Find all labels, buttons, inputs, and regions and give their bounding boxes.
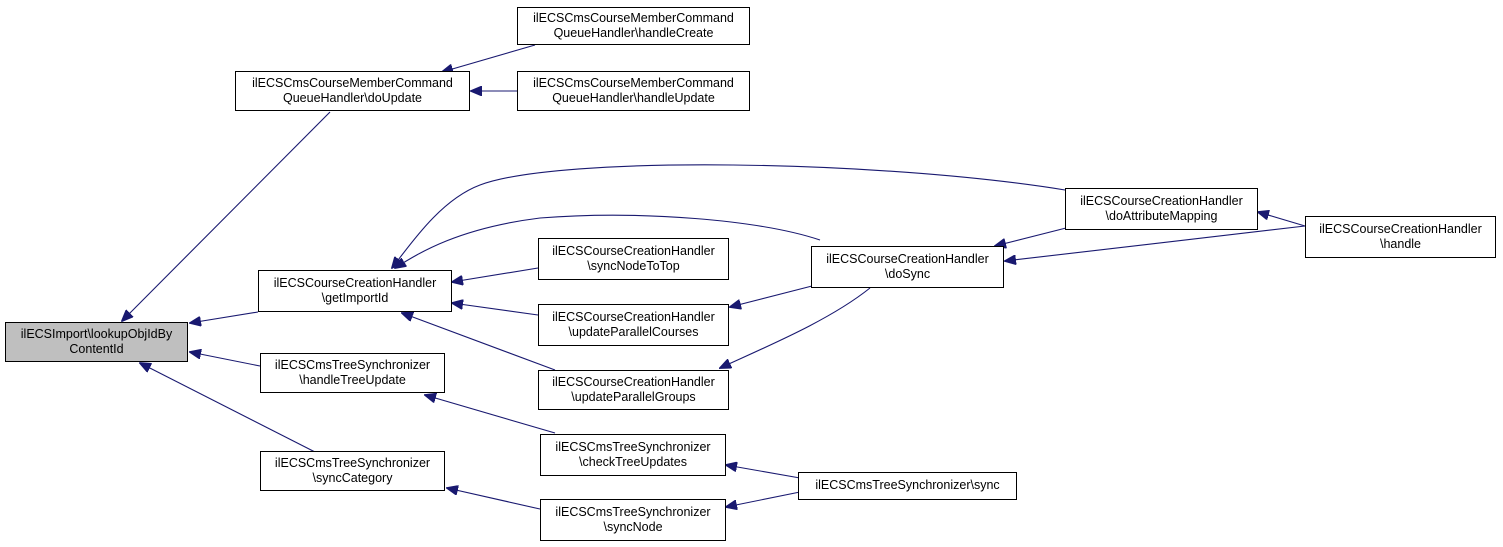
edge-getImportId-to-lookup	[190, 311, 259, 323]
node-handle-create[interactable]: ilECSCmsCourseMemberCommand QueueHandler…	[517, 7, 750, 45]
node-label-line1: ilECSCmsCourseMemberCommand	[533, 75, 734, 90]
node-get-import-id[interactable]: ilECSCourseCreationHandler \getImportId	[258, 270, 452, 312]
node-update-parallel-courses[interactable]: ilECSCourseCreationHandler \updateParall…	[538, 304, 729, 346]
node-label-line2: \handle	[1379, 237, 1421, 251]
node-label-line1: ilECSCourseCreationHandler	[1319, 221, 1482, 236]
node-label-line2: \syncNodeToTop	[587, 259, 680, 273]
node-label-line1: ilECSCmsCourseMemberCommand	[252, 75, 453, 90]
edge-handleTreeUpdate-to-lookup	[190, 352, 261, 367]
node-label-line1: ilECSImport\lookupObjIdBy	[20, 326, 173, 341]
node-sync-node[interactable]: ilECSCmsTreeSynchronizer \syncNode	[540, 499, 726, 541]
edge-doSync-to-updParCourses	[730, 285, 813, 307]
node-label-line2: \handleTreeUpdate	[299, 373, 406, 387]
node-label-line2: \syncCategory	[312, 471, 393, 485]
node-lookup-obj-id-by-content-id[interactable]: ilECSImport\lookupObjIdBy ContentId	[5, 322, 188, 362]
edge-checkTreeUpdates-to-handleTreeUpdate	[425, 395, 556, 434]
node-label-line1: ilECSCmsTreeSynchronizer	[274, 455, 431, 470]
node-label-line1: ilECSCourseCreationHandler	[826, 251, 989, 266]
node-label-line1: ilECSCmsTreeSynchronizer	[555, 504, 711, 519]
node-label-line1: ilECSCourseCreationHandler	[273, 275, 437, 290]
node-label-line2: \doAttributeMapping	[1105, 209, 1218, 223]
edge-syncNode-to-syncCategory	[447, 488, 541, 510]
edge-handleCreate-to-doUpdate	[442, 44, 536, 72]
edge-handle-to-doSync	[1005, 225, 1306, 261]
edge-sync-to-syncNode	[726, 491, 801, 507]
edge-doSync-to-getImportId	[395, 214, 821, 268]
node-label-line2: \doSync	[884, 267, 931, 281]
edge-updParCourses-to-getImportId	[452, 303, 539, 316]
edge-updParGroups-to-getImportId	[402, 313, 556, 371]
node-label-line1: ilECSCmsTreeSynchronizer\sync	[815, 478, 1000, 493]
node-label-line1: ilECSCourseCreationHandler	[552, 374, 715, 389]
edge-handle-to-doAttrMapping	[1258, 212, 1306, 227]
node-label-line1: ilECSCmsCourseMemberCommand	[533, 10, 734, 25]
node-update-parallel-groups[interactable]: ilECSCourseCreationHandler \updateParall…	[538, 370, 729, 410]
edge-doAttrMapping-to-doSync	[995, 226, 1071, 246]
edge-sync-to-checkTreeUpdates	[726, 465, 801, 479]
node-label-line2: \updateParallelCourses	[568, 325, 699, 339]
node-handle-update[interactable]: ilECSCmsCourseMemberCommand QueueHandler…	[517, 71, 750, 111]
node-label-line2: \getImportId	[321, 291, 389, 305]
node-do-update[interactable]: ilECSCmsCourseMemberCommand QueueHandler…	[235, 71, 470, 111]
node-label-line2: \updateParallelGroups	[571, 390, 696, 404]
node-label-line2: QueueHandler\handleUpdate	[552, 91, 715, 105]
node-handle[interactable]: ilECSCourseCreationHandler \handle	[1305, 216, 1496, 258]
node-handle-tree-update[interactable]: ilECSCmsTreeSynchronizer \handleTreeUpda…	[260, 353, 445, 393]
node-sync[interactable]: ilECSCmsTreeSynchronizer\sync	[798, 472, 1017, 500]
node-label-line1: ilECSCourseCreationHandler	[1080, 193, 1243, 208]
edge-syncNodeToTop-to-getImportId	[452, 267, 539, 282]
node-label-line2: ContentId	[69, 342, 124, 356]
node-do-attribute-mapping[interactable]: ilECSCourseCreationHandler \doAttributeM…	[1065, 188, 1258, 230]
node-label-line1: ilECSCourseCreationHandler	[552, 243, 715, 258]
node-do-sync[interactable]: ilECSCourseCreationHandler \doSync	[811, 246, 1004, 288]
node-label-line2: \syncNode	[603, 520, 663, 534]
node-label-line2: QueueHandler\handleCreate	[553, 26, 714, 40]
node-check-tree-updates[interactable]: ilECSCmsTreeSynchronizer \checkTreeUpdat…	[540, 434, 726, 476]
node-label-line1: ilECSCmsTreeSynchronizer	[274, 357, 431, 372]
edge-doUpdate-to-lookup	[122, 111, 331, 321]
edge-syncCategory-to-lookup	[140, 363, 316, 453]
edge-doSync-to-updParGroups	[720, 287, 871, 368]
node-sync-node-to-top[interactable]: ilECSCourseCreationHandler \syncNodeToTo…	[538, 238, 729, 280]
node-label-line2: QueueHandler\doUpdate	[283, 91, 422, 105]
node-label-line2: \checkTreeUpdates	[579, 455, 687, 469]
node-label-line1: ilECSCourseCreationHandler	[552, 309, 715, 324]
node-sync-category[interactable]: ilECSCmsTreeSynchronizer \syncCategory	[260, 451, 445, 491]
node-label-line1: ilECSCmsTreeSynchronizer	[555, 439, 711, 454]
edge-doAttrMapping-to-getImportId	[392, 164, 1066, 268]
